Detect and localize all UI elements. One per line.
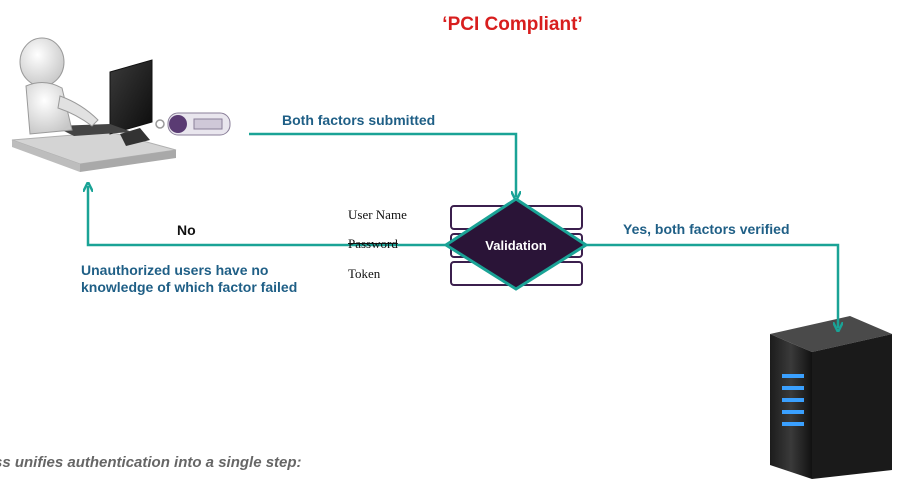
yes-label: Yes, both factors verified [623, 221, 790, 237]
submitted-label: Both factors submitted [282, 112, 436, 128]
page-title: ‘PCI Compliant’ [442, 14, 583, 35]
submitted-arrow [249, 132, 516, 197]
no-label: No [177, 222, 196, 238]
security-token-icon [155, 112, 231, 136]
rejected-arrow [88, 186, 448, 247]
footer-caption: ss unifies authentication into a single … [0, 454, 302, 471]
unauthorized-note-line1: Unauthorized users have no [81, 262, 269, 278]
user-at-computer-icon [11, 37, 177, 172]
validation-label: Validation [485, 238, 546, 253]
password-label: Password [348, 236, 398, 251]
server-icon [770, 316, 892, 479]
user-name-label: User Name [348, 207, 407, 222]
unauthorized-note-line2: knowledge of which factor failed [81, 279, 298, 295]
validation-diamond [443, 197, 589, 291]
verified-arrow [586, 243, 838, 328]
token-label: Token [348, 266, 381, 281]
